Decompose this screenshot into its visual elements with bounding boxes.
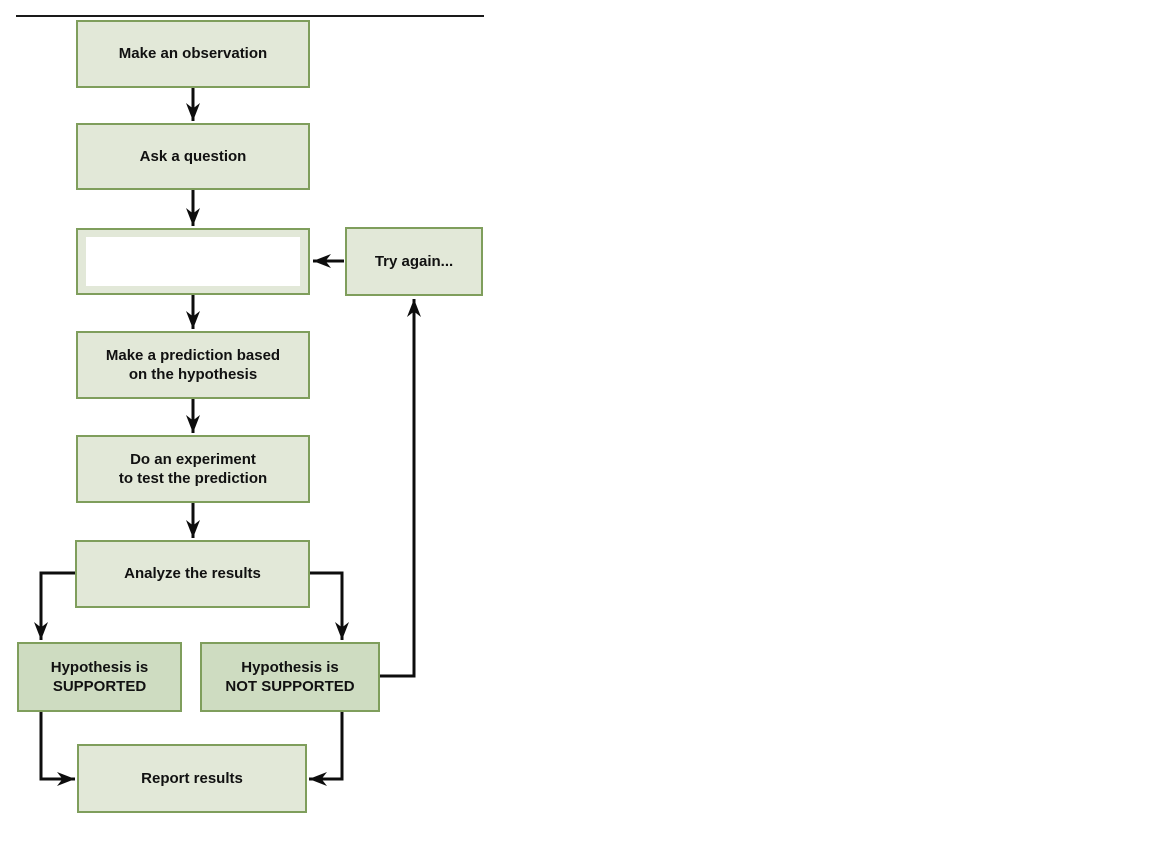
node-ask-a-question: Ask a question bbox=[76, 123, 310, 190]
node-hypothesis-supported: Hypothesis is SUPPORTED bbox=[17, 642, 182, 712]
node-hypothesis-blank bbox=[76, 228, 310, 295]
arrow-notsupported-to-report bbox=[309, 712, 344, 786]
node-label: Report results bbox=[141, 769, 243, 787]
node-do-an-experiment: Do an experiment to test the prediction bbox=[76, 435, 310, 503]
node-label: Make a prediction based on the hypothesi… bbox=[105, 346, 281, 384]
answer-blank-slot[interactable] bbox=[86, 237, 300, 286]
node-make-an-observation: Make an observation bbox=[76, 20, 310, 88]
top-divider-line bbox=[16, 15, 484, 17]
node-label: Analyze the results bbox=[124, 565, 261, 583]
node-label: Hypothesis is NOT SUPPORTED bbox=[225, 658, 355, 696]
node-label: Ask a question bbox=[139, 147, 247, 165]
node-make-a-prediction: Make a prediction based on the hypothesi… bbox=[76, 331, 310, 399]
arrow-supported-to-report bbox=[39, 712, 75, 786]
arrow-notsupported-to-tryagain bbox=[380, 299, 421, 678]
node-label: Do an experiment to test the prediction bbox=[118, 450, 268, 488]
arrow-analyze-to-notsupported bbox=[310, 571, 349, 640]
arrow-analyze-to-supported bbox=[34, 571, 75, 640]
node-label: Make an observation bbox=[118, 45, 268, 63]
node-label: Hypothesis is SUPPORTED bbox=[50, 658, 149, 696]
node-label: Try again... bbox=[374, 252, 454, 270]
node-analyze-the-results: Analyze the results bbox=[75, 540, 310, 608]
node-hypothesis-not-supported: Hypothesis is NOT SUPPORTED bbox=[200, 642, 380, 712]
node-try-again: Try again... bbox=[345, 227, 483, 296]
node-report-results: Report results bbox=[77, 744, 307, 813]
